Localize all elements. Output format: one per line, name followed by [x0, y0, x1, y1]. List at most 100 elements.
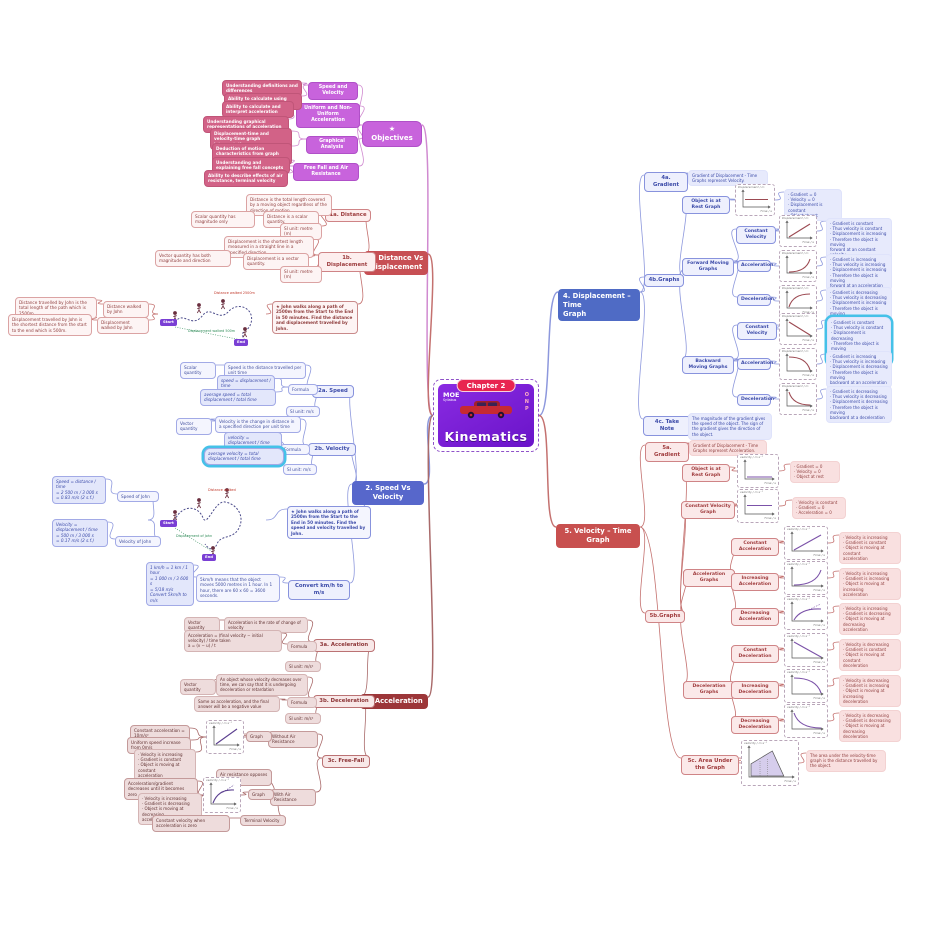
kmh-working[interactable]: 1 km/h = 1 km / 1 hour= 1 000 m / 3 600 … — [146, 562, 194, 607]
node-4b-graphs[interactable]: 4b.Graphs — [644, 274, 684, 287]
const-velocity5-label[interactable]: Constant Velocity Graph — [681, 501, 735, 519]
node-5c-area[interactable]: 5c. Area Under the Graph — [681, 755, 739, 775]
inc-decel-bullets[interactable]: · Velocity is decreasing· Gradient is in… — [839, 675, 901, 707]
obj-graphical[interactable]: Graphical Analysis — [306, 136, 358, 155]
deceleration-vector[interactable]: Vector quantity — [180, 679, 216, 696]
bwd-deceleration[interactable]: Deceleration — [737, 394, 774, 406]
node-4a-gradient[interactable]: 4a. Gradient — [644, 172, 688, 192]
velocity-unit[interactable]: SI unit: m/s — [283, 464, 317, 476]
velocity-vector[interactable]: Vector quantity — [176, 418, 212, 435]
dec-decel-label[interactable]: Decreasing Deceleration — [731, 716, 779, 734]
const-velocity5-bullets[interactable]: · Velocity is constant· Gradient = 0· Ac… — [792, 497, 846, 519]
deceleration-graphs[interactable]: Deceleration Graphs — [683, 681, 735, 699]
speed-of-john-working[interactable]: Speed = distance / time= 2 500 m / 3 000… — [52, 476, 106, 504]
const-accel-bullets[interactable]: · Velocity is increasing· Gradient is co… — [839, 532, 901, 564]
speed-scalar[interactable]: Scalar quantity — [180, 362, 216, 379]
speed-unit[interactable]: SI unit: m/s — [286, 406, 320, 418]
sec5-main[interactable]: 5. Velocity – Time Graph — [556, 524, 640, 548]
sec2-main[interactable]: 2. Speed Vs Velocity — [352, 481, 424, 505]
node-5a-gradient[interactable]: 5a. Gradient — [645, 442, 689, 462]
velocity-formula-label[interactable]: Formula — [280, 444, 310, 456]
ffa-graph-label[interactable]: Graph — [248, 789, 274, 801]
velocity-formula[interactable]: velocity = displacement / time — [224, 432, 282, 449]
obj-main[interactable]: ★ Objectives — [362, 121, 422, 148]
deceleration-unit[interactable]: SI unit: m/s² — [285, 713, 321, 725]
avg-velocity-formula[interactable]: average velocity = total displacement / … — [204, 448, 284, 465]
displacement-walked-desc[interactable]: Displacement travelled by John is the sh… — [8, 314, 92, 337]
node-5b-graphs[interactable]: 5b.Graphs — [645, 610, 685, 623]
displacement-vector[interactable]: Displacement is a vector quantity. — [243, 253, 309, 270]
inc-decel-label[interactable]: Increasing Deceleration — [731, 681, 779, 699]
bwd-acc-bullets[interactable]: · Gradient is increasing· Thus velocity … — [826, 351, 892, 389]
ffw-graph-label[interactable]: Graph — [246, 731, 272, 743]
rest5-bullets[interactable]: · Gradient = 0· Velocity = 0· Object at … — [790, 461, 840, 483]
deceleration-definition[interactable]: An object whose velocity decreases over … — [216, 674, 308, 696]
const-accel-label[interactable]: Constant Acceleration — [731, 538, 779, 556]
velocity-of-john-label[interactable]: Velocity of John — [115, 536, 161, 548]
scalar-quantity-note[interactable]: Scalar quantity has magnitude only — [191, 211, 255, 228]
acceleration-unit[interactable]: SI unit: m/s² — [285, 661, 321, 673]
bwd-dec-bullets[interactable]: · Gradient is decreasing· Thus velocity … — [826, 386, 892, 424]
john-walk-note-1[interactable]: ★ John walks along a path of 2500m from … — [272, 301, 358, 335]
ffw-bullets[interactable]: · Velocity is increasing· Gradient is co… — [134, 749, 196, 781]
bwd-const-velocity[interactable]: Constant Velocity — [737, 322, 777, 340]
node-2b-velocity[interactable]: 2b. Velocity — [308, 443, 356, 456]
deceleration-formula-label[interactable]: Formula — [287, 697, 317, 709]
acceleration-formula[interactable]: Acceleration = (final velocity − initial… — [184, 630, 282, 652]
velocity-of-john-working[interactable]: Velocity = displacement / time= 500 m / … — [52, 519, 108, 547]
node-convert-kmh[interactable]: Convert km/h to m/s — [288, 580, 350, 600]
with-air-resistance[interactable]: With Air Resistance — [270, 789, 316, 806]
john-walk-note-2[interactable]: ★ John walks along a path of 2500m from … — [287, 506, 371, 540]
without-air-resistance[interactable]: Without Air Resistance — [268, 731, 318, 748]
gradient-4a-leaf[interactable]: Gradient of Displacement - Time Graphs r… — [688, 170, 768, 187]
node-2a-speed[interactable]: 2a. Speed — [312, 385, 354, 398]
node-1b-displacement[interactable]: 1b. Displacement — [318, 252, 376, 272]
displacement-unit[interactable]: SI unit: metre (m) — [280, 266, 322, 283]
center-topic-kinematics[interactable]: Chapter 2 MOE Syllabus O N P Kinematics — [433, 379, 539, 452]
fwd-acc-bullets[interactable]: · Gradient is increasing· Thus velocity … — [826, 254, 892, 292]
displacement-walked-label[interactable]: Displacement walked by John — [97, 317, 149, 334]
fwd-deceleration[interactable]: Deceleration — [737, 294, 774, 306]
area-leaf[interactable]: The area under the velocity-time graph i… — [806, 750, 886, 772]
avg-speed-formula[interactable]: average speed = total displacement / tot… — [200, 389, 276, 406]
obj-speed-velocity[interactable]: Speed and Velocity — [308, 82, 358, 101]
obj-leaf-airres[interactable]: Ability to describe effects of air resis… — [204, 170, 288, 187]
acceleration-formula-label[interactable]: Formula — [287, 641, 317, 653]
vector-quantity-note[interactable]: Vector quantity has both magnitude and d… — [155, 250, 231, 267]
bwd-acceleration[interactable]: Acceleration — [737, 358, 773, 370]
dec-decel-bullets[interactable]: · Velocity is decreasing· Gradient is de… — [839, 710, 901, 742]
terminal-velocity[interactable]: Terminal Velocity — [240, 815, 286, 827]
obj-leaf-definitions[interactable]: Understanding definitions and difference… — [222, 80, 302, 97]
acceleration-graphs[interactable]: Acceleration Graphs — [683, 569, 735, 587]
rest4-label[interactable]: Object is at Rest Graph — [682, 196, 730, 214]
rest5-label[interactable]: Object is at Rest Graph — [682, 464, 730, 482]
obj-freefall[interactable]: Free Fall and Air Resistance — [293, 163, 359, 182]
sec3-main[interactable]: 3. Acceleration — [360, 694, 428, 709]
const-decel-label[interactable]: Constant Deceleration — [731, 645, 779, 663]
speed-of-john-label[interactable]: Speed of John — [117, 491, 159, 503]
const-decel-bullets[interactable]: · Velocity is decreasing· Gradient is co… — [839, 639, 901, 671]
kmh-note[interactable]: 5km/h means that the object moves 5000 m… — [196, 574, 280, 602]
fwd-const-velocity[interactable]: Constant Velocity — [736, 226, 776, 244]
deceleration-note[interactable]: Same as acceleration, and the final answ… — [194, 696, 280, 713]
take-note-leaf[interactable]: The magnitude of the gradient gives the … — [688, 413, 772, 440]
node-4c-take-note[interactable]: 4c. Take Note — [643, 416, 691, 436]
